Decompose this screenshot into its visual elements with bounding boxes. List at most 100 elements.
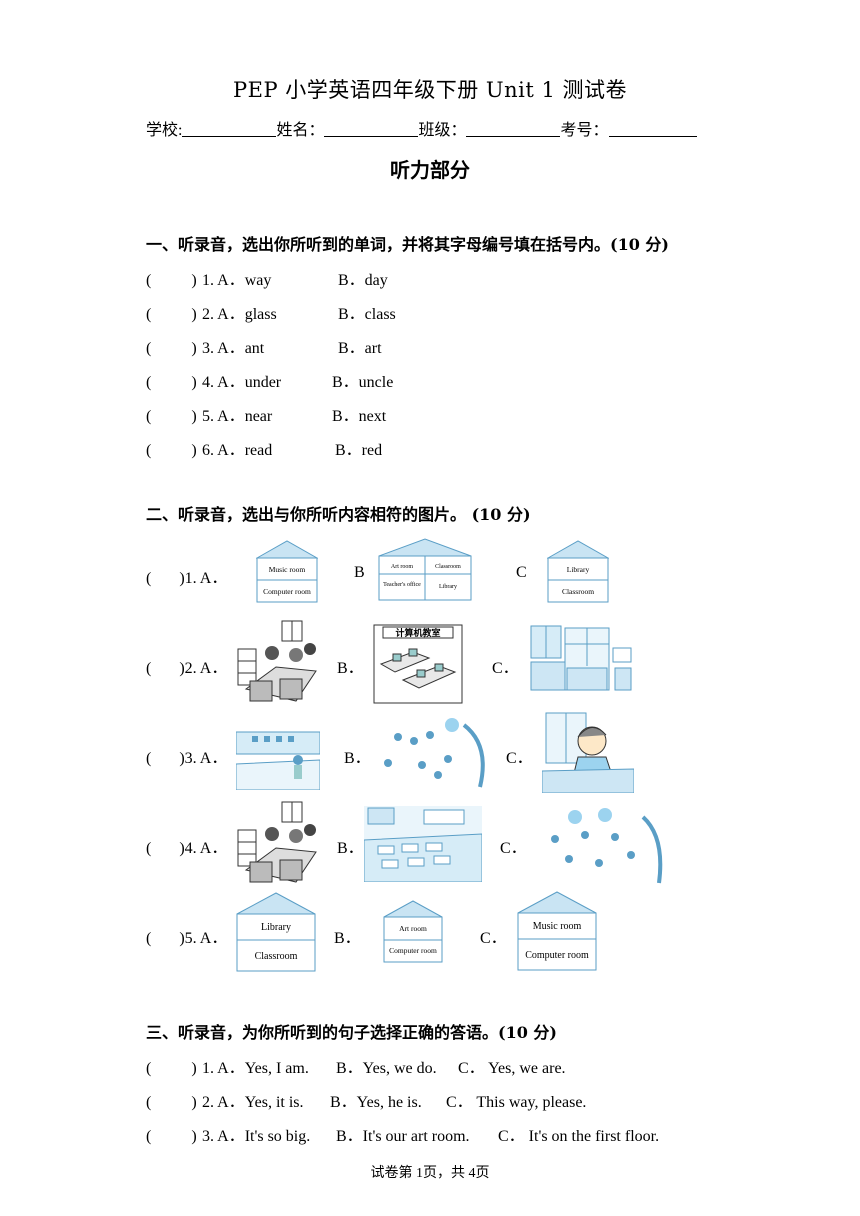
section1-question: ( ) 6. A．read B．red — [146, 436, 382, 460]
option-a: near — [244, 408, 273, 425]
school-label: 学校: — [146, 122, 183, 139]
question-number: 1. A． — [202, 272, 245, 289]
house-label: Classroom — [562, 587, 594, 596]
house-label: Art room — [391, 564, 413, 570]
school-blank[interactable] — [182, 120, 277, 137]
answer-bracket[interactable]: ( ) — [146, 1060, 197, 1077]
s2-row5-b: B． — [334, 930, 361, 947]
option-b: B．day — [338, 272, 388, 289]
s2-row2-num: ( )2. A． — [146, 660, 228, 677]
house-music-computer-picture-2[interactable]: Music room Computer room — [517, 891, 597, 971]
name-label: 姓名： — [276, 122, 325, 139]
class-label: 班级： — [418, 122, 467, 139]
answer-bracket[interactable]: ( ) — [146, 1128, 197, 1145]
section1-question: ( ) 1. A．way B．day — [146, 266, 388, 290]
playground-picture-2[interactable] — [535, 803, 665, 885]
option-a: Yes, it is. — [244, 1094, 304, 1111]
playground-picture[interactable] — [368, 715, 490, 789]
s2-row3-b: B． — [344, 750, 371, 767]
s2-row1-b: B — [354, 564, 365, 581]
s2-row4-num: ( )4. A． — [146, 840, 228, 857]
option-a: way — [244, 272, 272, 289]
number-blank[interactable] — [608, 120, 697, 137]
section1-heading: 一、听录音，选出你所听到的单词，并将其字母编号填在括号内。(10 分) — [146, 235, 669, 254]
section2-heading: 二、听录音，选出与你所听内容相符的图片。 (10 分) — [146, 505, 531, 524]
option-b: B．class — [338, 306, 396, 323]
question-number: 2. A． — [202, 1094, 245, 1111]
house-label: Classroom — [255, 951, 298, 962]
section1-question: ( ) 3. A．ant B．art — [146, 334, 382, 358]
house-label: Art room — [399, 924, 427, 933]
answer-bracket[interactable]: ( ) — [146, 374, 197, 391]
s2-row1-num: ( )1. A． — [146, 570, 228, 587]
answer-bracket[interactable]: ( ) — [146, 272, 197, 289]
part-title: 听力部分 — [390, 158, 470, 182]
classroom-picture[interactable] — [364, 806, 482, 882]
teachers-office-picture[interactable] — [529, 624, 635, 696]
student-info-line: 学校: 姓名： 班级： 考号： — [146, 116, 697, 140]
section3-question: ( ) 3. A．It's so big. B．It's our art room.… — [146, 1122, 659, 1146]
question-number: 1. A． — [202, 1060, 245, 1077]
s2-row1-c: C — [516, 564, 527, 581]
question-number: 3. A． — [202, 340, 245, 357]
section3-question: ( ) 2. A．Yes, it is. B．Yes, he is. C． This … — [146, 1088, 586, 1112]
option-a: glass — [244, 306, 277, 323]
question-number: 6. A． — [202, 442, 245, 459]
s2-row2-b: B． — [337, 660, 364, 677]
option-a: ant — [244, 340, 265, 357]
option-b: B．red — [335, 442, 383, 459]
house-label: Computer room — [263, 587, 311, 596]
section1-question: ( ) 4. A．under B．uncle — [146, 368, 393, 392]
house-label: Music room — [533, 921, 582, 932]
answer-bracket[interactable]: ( ) — [146, 408, 197, 425]
page-footer: 试卷第 1页，共 4页 — [370, 1166, 490, 1181]
house-label: Library — [567, 565, 590, 574]
house-library-classroom-picture-2[interactable]: Library Classroom — [236, 892, 316, 972]
question-number: 3. A． — [202, 1128, 245, 1145]
library-reading-picture-2[interactable] — [236, 800, 320, 886]
option-b: B．Yes, he is. — [330, 1094, 422, 1111]
option-c: C． Yes, we are. — [458, 1060, 566, 1077]
s2-row2-c: C． — [492, 660, 519, 677]
option-b: B．art — [338, 340, 382, 357]
house-label: Computer room — [525, 950, 589, 961]
house-label: Teacher's office — [383, 581, 421, 588]
option-c: C． This way, please. — [446, 1094, 587, 1111]
answer-bracket[interactable]: ( ) — [146, 340, 197, 357]
section1-question: ( ) 2. A．glass B．class — [146, 300, 396, 324]
option-b: B．uncle — [332, 374, 394, 391]
question-number: 2. A． — [202, 306, 245, 323]
s2-row3-c: C． — [506, 750, 533, 767]
section3-question: ( ) 1. A．Yes, I am. B．Yes, we do. C． Yes, w… — [146, 1054, 566, 1078]
option-a: It's so big. — [244, 1128, 311, 1145]
boy-at-desk-picture[interactable] — [542, 711, 634, 793]
answer-bracket[interactable]: ( ) — [146, 306, 197, 323]
class-blank[interactable] — [466, 120, 561, 137]
option-a: Yes, I am. — [244, 1060, 309, 1077]
house-label: Computer room — [389, 946, 437, 955]
house-library-classroom-picture[interactable]: Library Classroom — [547, 540, 609, 603]
house-four-rooms-picture[interactable]: Art room Classroom Teacher's office Libr… — [378, 538, 472, 601]
option-b: B．next — [332, 408, 387, 425]
computer-room-picture[interactable]: 计算机教室 — [373, 624, 463, 704]
option-a: under — [244, 374, 282, 391]
house-music-computer-picture[interactable]: Music room Computer room — [256, 540, 318, 603]
option-b: B．It's our art room. — [336, 1128, 470, 1145]
option-a: read — [244, 442, 273, 459]
answer-bracket[interactable]: ( ) — [146, 442, 197, 459]
option-b: B．Yes, we do. — [336, 1060, 437, 1077]
question-number: 4. A． — [202, 374, 245, 391]
house-art-computer-picture[interactable]: Art room Computer room — [383, 900, 443, 963]
s2-row5-c: C． — [480, 930, 507, 947]
house-label: Library — [261, 922, 291, 933]
answer-bracket[interactable]: ( ) — [146, 1094, 197, 1111]
school-gate-picture[interactable] — [236, 714, 320, 790]
section3-heading: 三、听录音，为你所听到的句子选择正确的答语。(10 分) — [146, 1023, 557, 1042]
name-blank[interactable] — [324, 120, 419, 137]
library-reading-picture[interactable] — [236, 619, 320, 705]
house-label: Music room — [269, 565, 306, 574]
number-label: 考号： — [560, 122, 609, 139]
s2-row3-num: ( )3. A． — [146, 750, 228, 767]
s2-row4-c: C． — [500, 840, 527, 857]
